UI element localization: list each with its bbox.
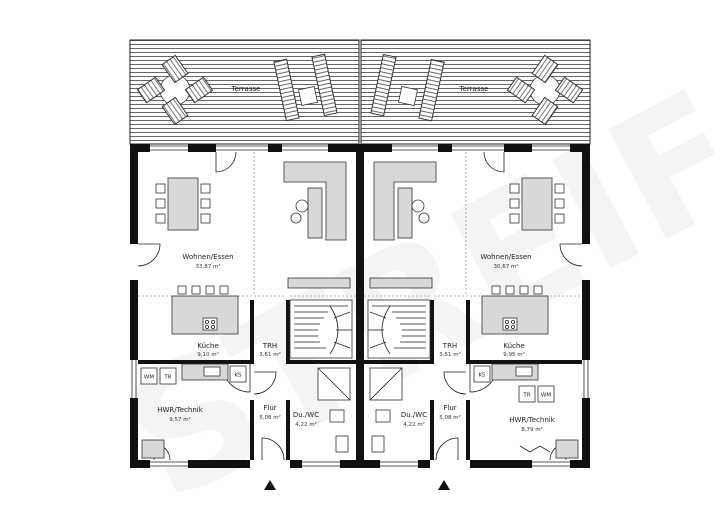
ks-label-right: KS [478,373,486,379]
room-flur-left: Flur [263,404,276,412]
area-kueche-left: 9,10 m² [197,351,219,358]
sofa-right [373,161,437,241]
walls [130,144,590,468]
technik-unit-right [519,439,579,459]
sideboard-left [287,277,351,289]
sun-loungers-left [273,53,338,122]
tr-label-right: TR [522,393,530,399]
bathroom-right [369,367,403,453]
room-wohnen-left: Wohnen/Essen [182,253,233,261]
area-trh-left: 3,61 m² [259,351,281,358]
appliances-right: KS TR WM [473,365,555,403]
dryer-left [159,367,177,385]
room-kueche-left: Küche [197,342,218,350]
entrance-arrows [264,480,450,490]
wm-label-left: WM [144,375,154,381]
sun-loungers-right [370,53,445,122]
area-duwc-right: 4,22 m² [403,421,425,428]
technik-unit-left [141,439,165,459]
area-duwc-left: 4,22 m² [295,421,317,428]
terrace-right: Terrasse [360,39,591,145]
room-labels-right: Wohnen/Essen 30,67 m² Küche 9,95 m² TRH … [401,253,556,433]
kitchen-island-right [481,285,549,335]
dryer-right [518,385,536,403]
room-duwc-right: Du./WC [401,411,427,419]
washing-machine-left [140,367,158,385]
bathroom-left [317,367,351,453]
area-wohnen-right: 30,67 m² [493,263,518,270]
area-flur-right: 5,08 m² [439,414,461,421]
area-hwr-right: 8,79 m² [521,426,543,433]
room-duwc-left: Du./WC [293,411,319,419]
room-hwr-left: HWR/Technik [157,406,203,414]
sideboard-right [369,277,433,289]
ks-label-left: KS [234,373,242,379]
area-trh-right: 3,51 m² [439,351,461,358]
round-table-left [136,54,214,126]
area-flur-left: 5,08 m² [259,414,281,421]
windows [131,145,589,467]
dining-set-left [155,177,211,231]
stairs-right [367,299,431,359]
room-wohnen-right: Wohnen/Essen [480,253,531,261]
appliances-left: WM TR KS [140,365,247,385]
tr-label-left: TR [163,375,171,381]
sofa-left [283,161,347,241]
kitchen-island-left [171,285,239,335]
terrace-label-left: Terrasse [231,85,261,93]
stairs-left [289,299,353,359]
kitchen-counter-left [181,363,229,381]
entrance-arrow-left-icon [264,480,276,490]
terrace-label-right: Terrasse [459,85,489,93]
washing-machine-right [537,385,555,403]
room-trh-right: TRH [442,342,457,350]
dining-set-right [509,177,565,231]
room-flur-right: Flur [443,404,456,412]
area-kueche-right: 9,95 m² [503,351,525,358]
kitchen-counter-right [491,363,539,381]
terrace-left: Terrasse [129,39,360,145]
room-kueche-right: Küche [503,342,524,350]
fridge-left [229,365,247,383]
room-trh-left: TRH [262,342,277,350]
area-wohnen-left: 33,87 m² [195,263,220,270]
area-hwr-left: 9,57 m² [169,416,191,423]
room-hwr-right: HWR/Technik [509,416,555,424]
round-table-right [506,54,584,126]
fridge-right [473,365,491,383]
wm-label-right: WM [541,393,551,399]
entrance-arrow-right-icon [438,480,450,490]
room-labels-left: Wohnen/Essen 33,87 m² Küche 9,10 m² TRH … [157,253,319,428]
